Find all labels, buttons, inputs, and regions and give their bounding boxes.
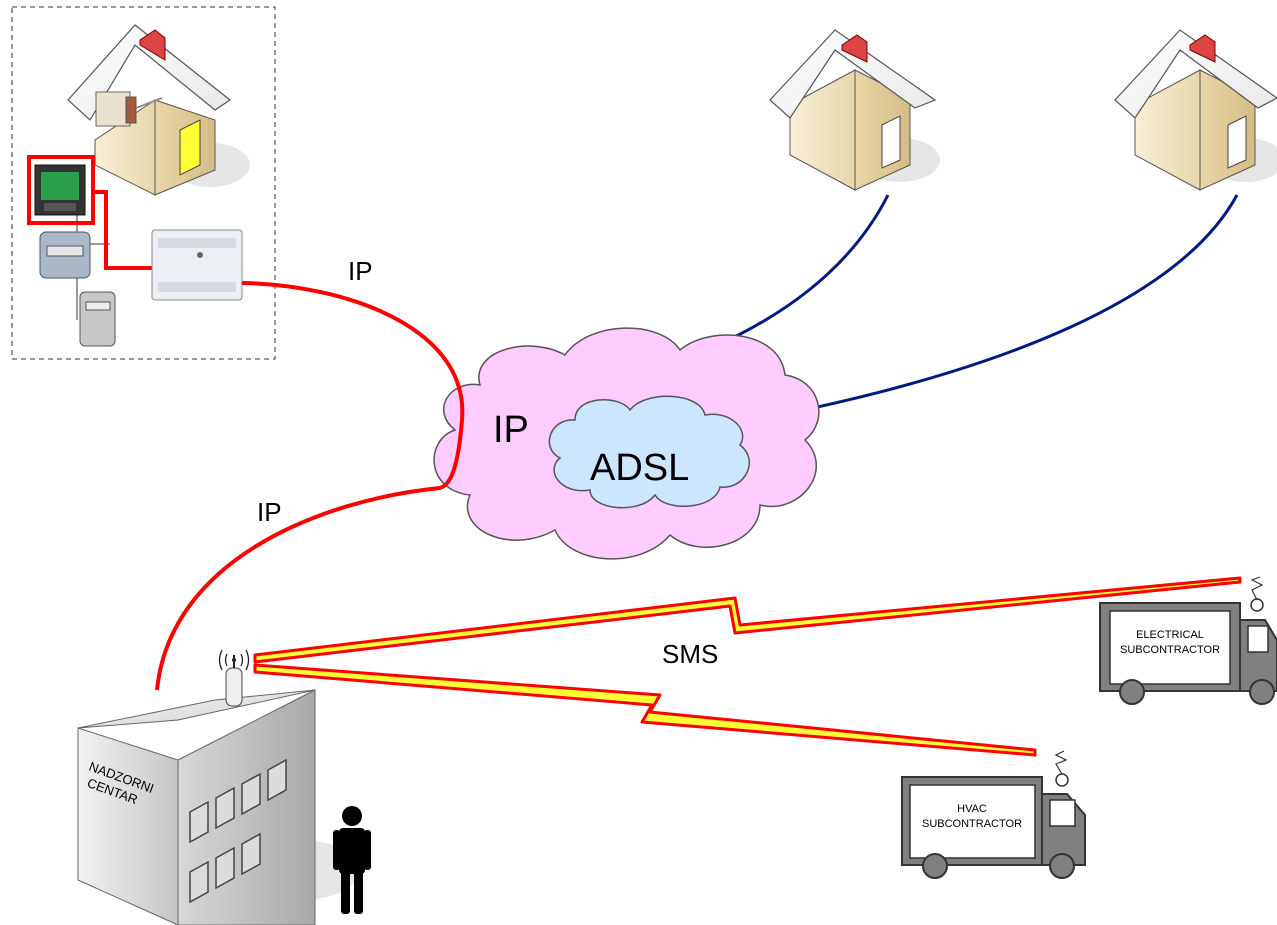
ip-label-left: IP [257, 497, 282, 527]
power-meter-icon [34, 164, 86, 216]
gas-meter-icon [39, 231, 91, 279]
operator-person-icon [333, 806, 371, 914]
water-meter-icon [79, 291, 116, 347]
sms-link-hvac [253, 663, 1037, 757]
house-icon-main [67, 24, 250, 196]
electrical-truck-icon [1099, 576, 1277, 705]
adsl-link-house-2 [694, 194, 890, 357]
thermostat-icon [95, 91, 163, 127]
adsl-link-house-3 [779, 194, 1239, 417]
nadzorni-centar-building [77, 655, 360, 925]
hvac-truck-label-line1: HVAC [957, 803, 987, 815]
ip-cloud-label: IP [493, 409, 529, 451]
controller-icon [151, 229, 243, 301]
sms-label: SMS [662, 639, 718, 669]
antenna-icon [218, 649, 250, 671]
electrical-truck-label-line1: ELECTRICAL [1136, 629, 1204, 641]
sms-link-electrical [253, 576, 1242, 664]
hvac-truck-icon [901, 750, 1086, 879]
ip-label-top: IP [348, 256, 373, 286]
hvac-truck-label-line2: SUBCONTRACTOR [922, 818, 1022, 830]
adsl-cloud [548, 395, 750, 509]
house-icon-2 [769, 29, 940, 191]
customer-site-box [11, 6, 276, 360]
ip-link-controller [155, 281, 465, 691]
meter-ip-link [93, 190, 162, 270]
electrical-truck-label-line2: SUBCONTRACTOR [1120, 644, 1220, 656]
adsl-cloud-label: ADSL [590, 447, 689, 489]
house-icon-3 [1114, 29, 1277, 191]
